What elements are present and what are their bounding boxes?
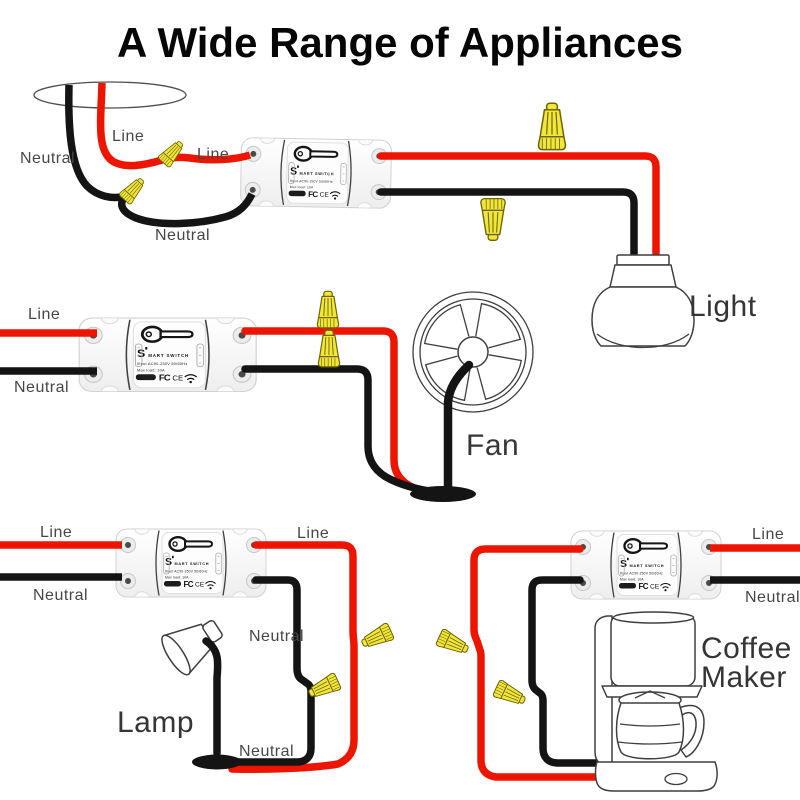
wire-nut-icon <box>317 329 341 368</box>
smart-switch-coffee <box>570 530 722 600</box>
label-neutral: Neutral <box>249 628 304 645</box>
wire-nut-icon <box>491 678 529 710</box>
wire-nut-icon <box>434 627 472 659</box>
label-line: Line <box>197 146 229 163</box>
fan-power-cord <box>443 360 474 492</box>
label-line: Line <box>752 526 784 543</box>
label-neutral: Neutral <box>155 227 210 244</box>
label-coffee-line1: Coffee <box>701 632 792 665</box>
label-coffee-line2: Maker <box>701 661 787 694</box>
light-bulb-icon <box>591 254 695 349</box>
neutral-wire-segment <box>226 576 315 766</box>
desk-lamp-icon <box>161 619 242 770</box>
neutral-wire-segment <box>65 84 256 228</box>
label-line: Line <box>112 128 144 145</box>
coffee-maker-icon <box>594 611 718 792</box>
label-light: Light <box>689 290 757 323</box>
lamp-circuit-wires <box>0 541 358 774</box>
line-wire-segment <box>377 152 660 264</box>
label-line: Line <box>40 524 72 541</box>
line-wire-segment <box>470 545 614 781</box>
appliance-labels: Light Fan Lamp Coffee Maker <box>117 290 792 739</box>
neutral-wire-segment <box>241 365 440 496</box>
wire-nut-icon <box>537 102 567 151</box>
lamp-base <box>192 754 242 770</box>
smart-switch-lamp <box>115 528 267 598</box>
lamp-arm <box>202 637 222 757</box>
label-line: Line <box>28 306 60 323</box>
label-line: Line <box>297 525 329 542</box>
smart-switch-light <box>239 136 393 210</box>
fan-cord-base <box>410 486 476 502</box>
smart-switch-fan <box>78 317 258 393</box>
page-title: A Wide Range of Appliances <box>117 19 683 66</box>
label-neutral: Neutral <box>33 587 88 604</box>
neutral-wire-segment <box>528 576 612 767</box>
label-lamp: Lamp <box>117 706 194 739</box>
line-wire-segment <box>228 541 358 774</box>
ceiling-fan-icon <box>410 291 534 502</box>
label-neutral: Neutral <box>14 379 69 396</box>
wire-nut-icon <box>480 197 506 242</box>
ceiling-rose <box>33 81 187 109</box>
neutral-wire-segment <box>377 188 638 264</box>
label-fan: Fan <box>466 429 519 462</box>
wire-nut-icon <box>358 621 396 653</box>
wire-nut-icon <box>316 290 340 329</box>
label-neutral: Neutral <box>745 589 800 606</box>
wire-labels: Line Neutral Line Neutral Line Neutral L… <box>14 128 800 760</box>
label-neutral: Neutral <box>20 150 75 167</box>
label-neutral: Neutral <box>239 743 294 760</box>
coffee-circuit-wires <box>470 544 800 781</box>
